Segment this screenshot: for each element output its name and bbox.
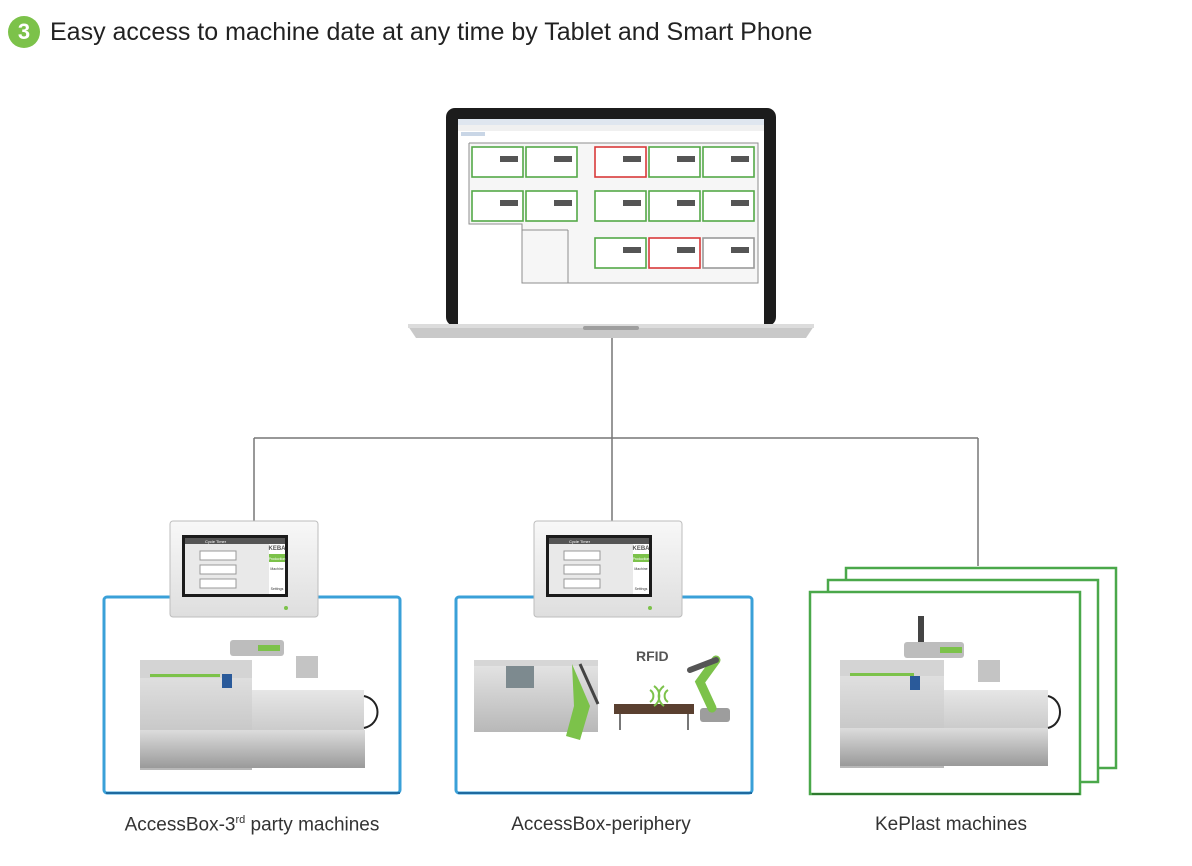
caption-third-party-machines: AccessBox-3rd party machines [124, 814, 380, 836]
hmi-middle-side-machine: Machine [634, 567, 647, 571]
step-number-badge: 3 [8, 16, 40, 48]
node-middle-periphery [454, 520, 754, 795]
tile-machine-thumbnails [500, 156, 749, 253]
hmi-left-tab: Cycle Timer [205, 539, 227, 544]
hmi-middle-side-production: Production [633, 557, 650, 561]
caption-periphery: AccessBox-periphery [511, 814, 691, 835]
node-right-keplast-machines [808, 566, 1118, 796]
connector-lines [253, 338, 979, 566]
rfid-label: RFID [636, 648, 669, 664]
hmi-left-side-production: Production [269, 557, 286, 561]
title-text: Easy access to machine date at any time … [50, 17, 813, 46]
hmi-middle-brand: KEBA [632, 546, 650, 552]
hmi-left-side-settings: Settings [271, 587, 284, 591]
hmi-left-brand: KEBA [268, 546, 286, 552]
hmi-middle-tab: Cycle Timer [569, 539, 591, 544]
caption-keplast-machines: KePlast machines [874, 814, 1028, 835]
hmi-middle-side-settings: Settings [635, 587, 648, 591]
page-title: 3 Easy access to machine date at any tim… [8, 14, 812, 50]
hmi-left-side-machine: Machine [270, 567, 283, 571]
node-left-third-party-machine [102, 520, 402, 795]
laptop-dashboard [408, 108, 814, 338]
